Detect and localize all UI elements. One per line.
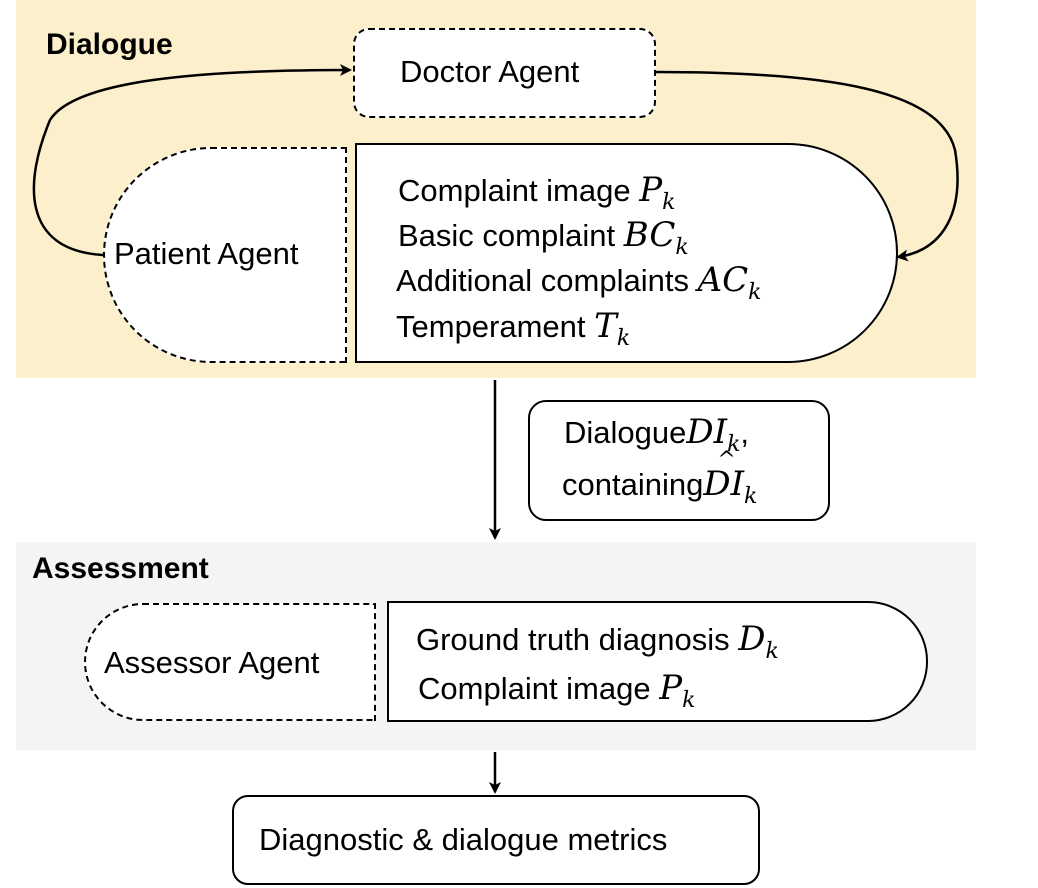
dialogue-transcript-box	[528, 400, 830, 521]
profile-item-symbol: ACk	[697, 260, 762, 305]
doctor-agent-label: Doctor Agent	[400, 54, 580, 89]
profile-item-additional-complaints: Additional complaints ACk	[396, 260, 762, 305]
patient-to-doctor-arrow	[32, 64, 352, 257]
profile-item-text: Basic complaint	[398, 218, 616, 253]
metrics-output-box	[232, 795, 760, 885]
metrics-output-label: Diagnostic & dialogue metrics	[259, 822, 668, 857]
transcript-symbol-hat: DIk	[703, 448, 757, 509]
doctor-agent-box	[353, 28, 656, 118]
transcript-line-2: containingDIk	[562, 448, 757, 509]
assessment-item-symbol: Dk	[738, 619, 779, 664]
doctor-to-profile-arrow	[655, 70, 959, 262]
profile-item-text: Temperament	[396, 309, 586, 344]
profile-item-symbol: BCk	[623, 215, 689, 260]
assessment-item-complaint-image: Complaint image Pk	[418, 668, 696, 713]
profile-item-basic-complaint: Basic complaint BCk	[398, 215, 689, 260]
patient-profile-box	[355, 143, 898, 363]
transcript-symbol: DIk	[686, 412, 741, 457]
assessment-title: Assessment	[32, 552, 209, 585]
assessment-item-symbol: Pk	[659, 668, 696, 713]
assessor-agent-box	[84, 603, 376, 721]
profile-item-symbol: Pk	[639, 170, 676, 215]
dialogue-title: Dialogue	[46, 28, 173, 61]
patient-agent-label: Patient Agent	[114, 236, 299, 271]
assessor-agent-label: Assessor Agent	[104, 645, 320, 680]
profile-item-complaint-image: Complaint image Pk	[398, 170, 675, 215]
profile-item-symbol: Tk	[594, 306, 631, 351]
profile-item-text: Additional complaints	[396, 263, 689, 298]
patient-agent-box	[103, 147, 347, 363]
assessment-inputs-box	[387, 601, 928, 722]
profile-item-text: Complaint image	[398, 173, 631, 208]
transcript-line-1: DialogueDIk,	[564, 412, 750, 457]
profile-item-temperament: Temperament Tk	[396, 306, 630, 351]
assessment-item-ground-truth: Ground truth diagnosis Dk	[416, 619, 779, 664]
